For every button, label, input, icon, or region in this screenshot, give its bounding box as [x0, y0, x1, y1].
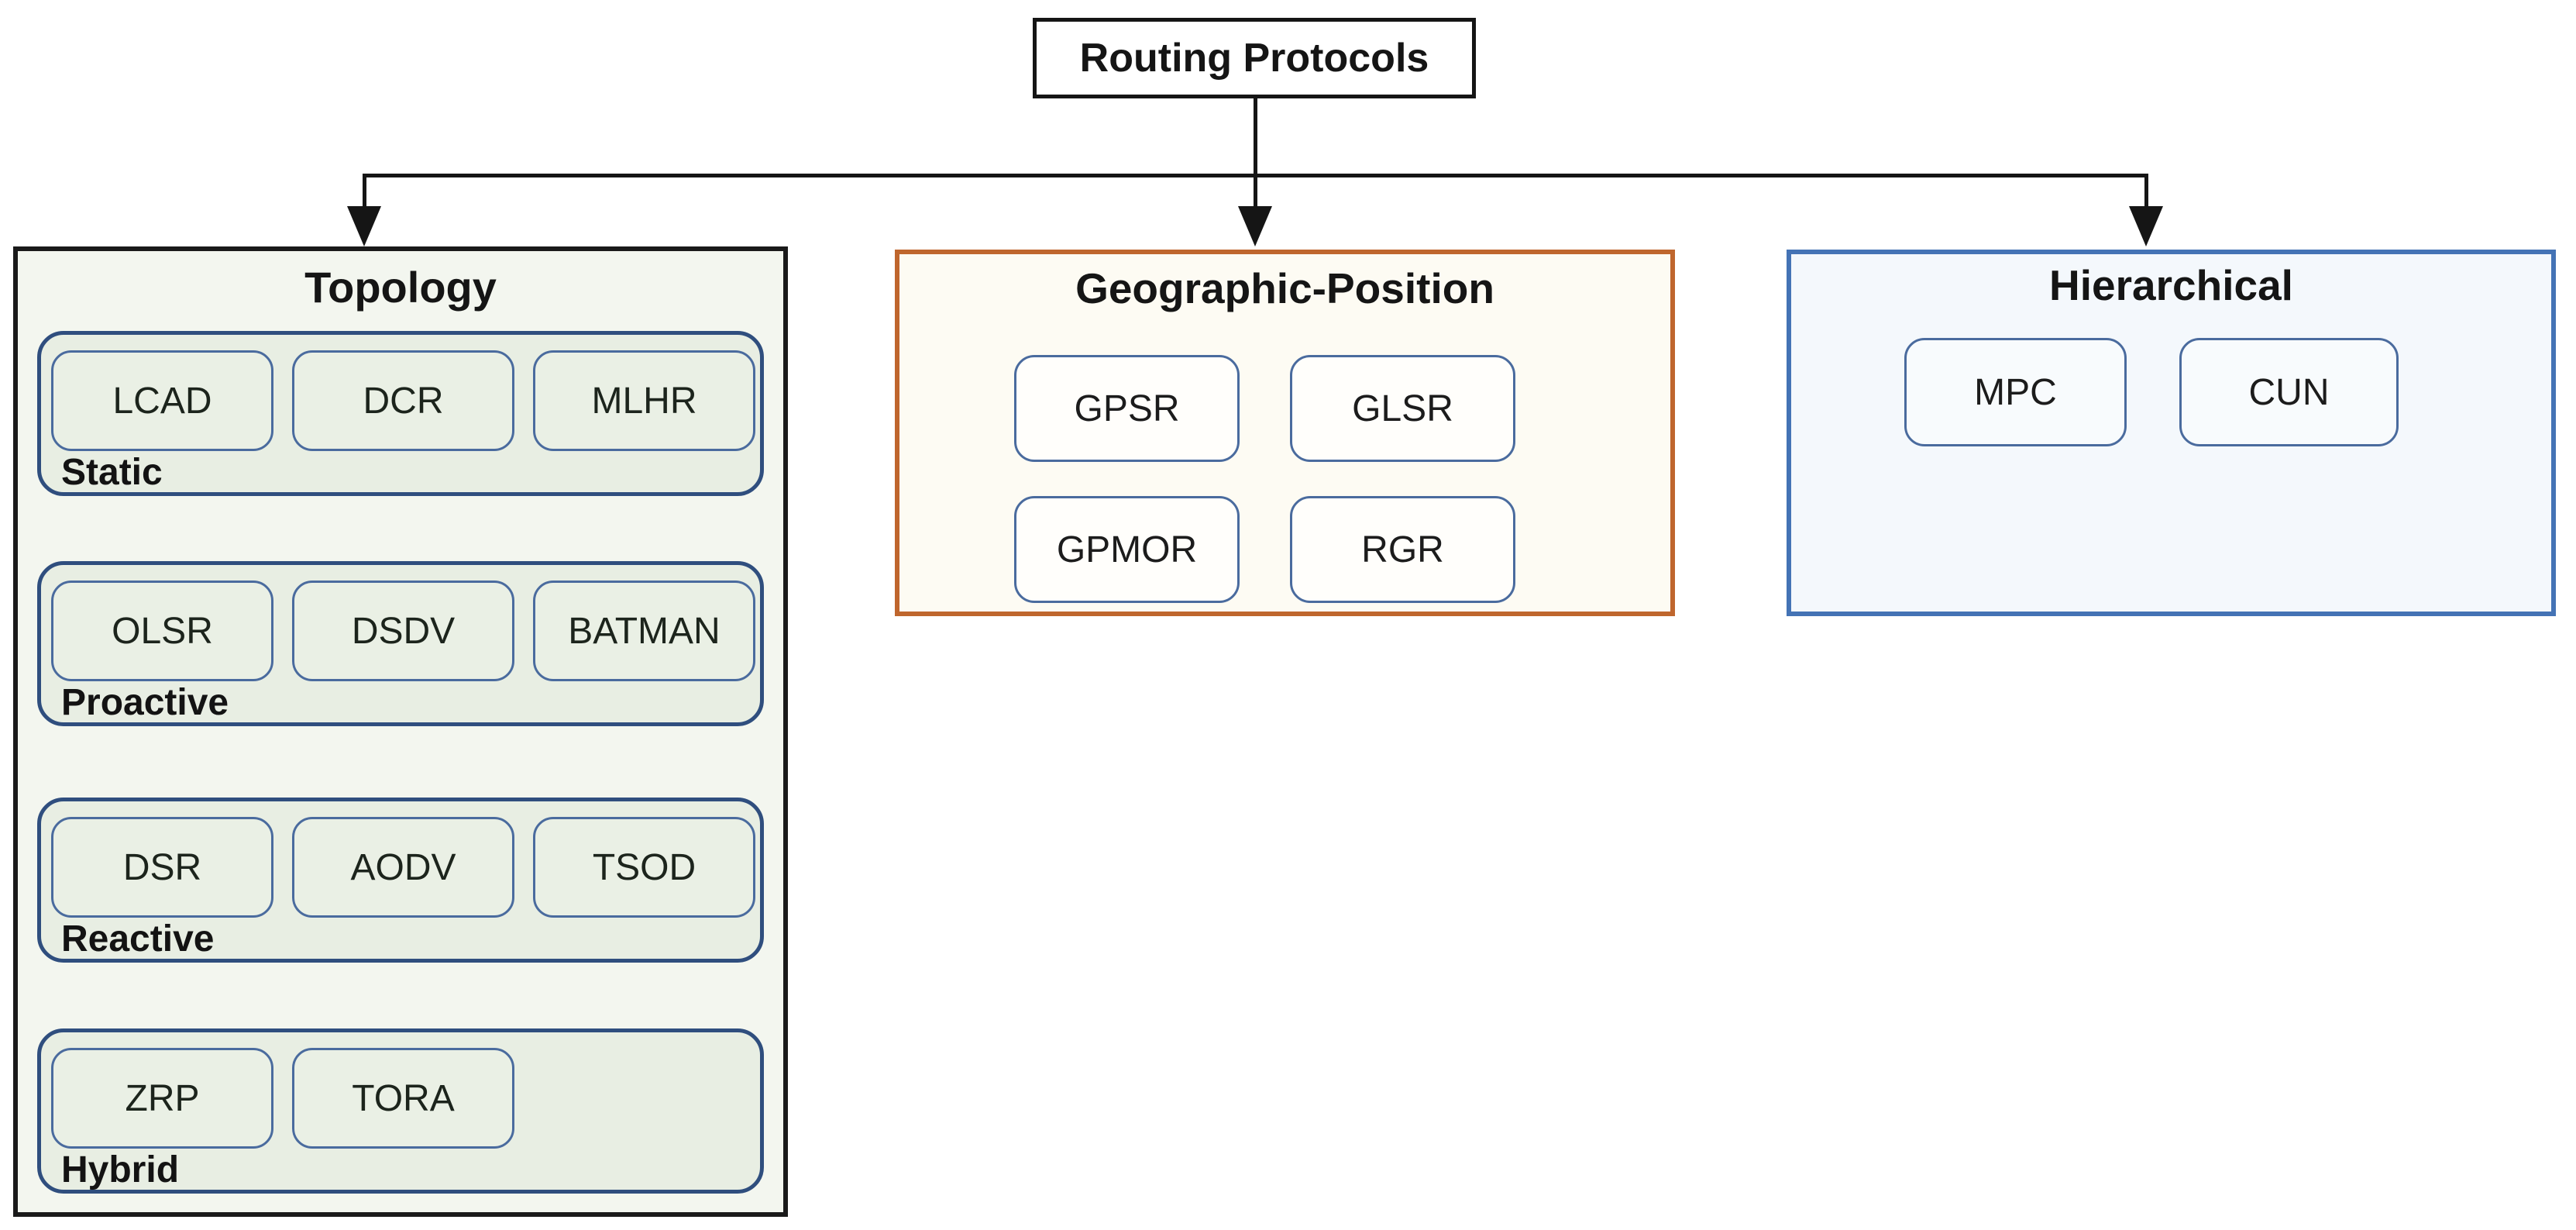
protocol-node-mpc: MPC [1904, 338, 2127, 446]
group-proactive: OLSR DSDV BATMAN Proactive [37, 561, 764, 726]
group-label-proactive: Proactive [61, 682, 229, 723]
protocol-node-gpmor: GPMOR [1014, 496, 1240, 603]
protocol-row: LCAD DCR MLHR [51, 350, 755, 451]
protocol-node-tora: TORA [292, 1048, 514, 1149]
protocol-node-cun: CUN [2179, 338, 2399, 446]
protocol-node-zrp: ZRP [51, 1048, 273, 1149]
group-label-reactive: Reactive [61, 918, 215, 960]
category-box-hierarchical: Hierarchical MPC CUN [1787, 250, 2556, 616]
protocol-node-olsr: OLSR [51, 581, 273, 681]
protocol-node-glsr: GLSR [1290, 355, 1515, 462]
protocol-row: DSR AODV TSOD [51, 817, 755, 918]
protocol-node-mlhr: MLHR [533, 350, 755, 451]
protocol-node-tsod: TSOD [533, 817, 755, 918]
connector-horizontal [363, 174, 2148, 177]
protocol-node-rgr: RGR [1290, 496, 1515, 603]
group-hybrid: ZRP TORA Hybrid [37, 1028, 764, 1194]
connector-stem-middle [1254, 98, 1257, 211]
protocol-node-gpsr: GPSR [1014, 355, 1240, 462]
root-node-routing-protocols: Routing Protocols [1033, 18, 1476, 98]
protocol-node-batman: BATMAN [533, 581, 755, 681]
category-title-hierarchical: Hierarchical [2049, 261, 2293, 309]
group-label-hybrid: Hybrid [61, 1149, 180, 1190]
root-node-label: Routing Protocols [1079, 36, 1429, 81]
group-reactive: DSR AODV TSOD Reactive [37, 798, 764, 963]
protocol-node-lcad: LCAD [51, 350, 273, 451]
protocol-row: OLSR DSDV BATMAN [51, 581, 755, 681]
connector-stem-left [363, 174, 366, 211]
protocol-node-dsdv: DSDV [292, 581, 514, 681]
protocol-node-dsr: DSR [51, 817, 273, 918]
group-label-static: Static [61, 452, 163, 493]
arrow-down-icon-middle [1238, 206, 1272, 246]
protocol-row: ZRP TORA [51, 1048, 514, 1149]
category-box-topology: Topology LCAD DCR MLHR Static OLSR DSDV … [13, 246, 788, 1217]
category-title-geographic-position: Geographic-Position [1075, 264, 1494, 312]
category-box-geographic-position: Geographic-Position GPSR GLSR GPMOR RGR [895, 250, 1675, 616]
protocol-node-dcr: DCR [292, 350, 514, 451]
group-static: LCAD DCR MLHR Static [37, 331, 764, 496]
arrow-down-icon-left [347, 206, 381, 246]
protocol-node-aodv: AODV [292, 817, 514, 918]
connector-stem-right [2144, 174, 2148, 211]
category-title-topology: Topology [304, 263, 497, 312]
arrow-down-icon-right [2129, 206, 2163, 246]
